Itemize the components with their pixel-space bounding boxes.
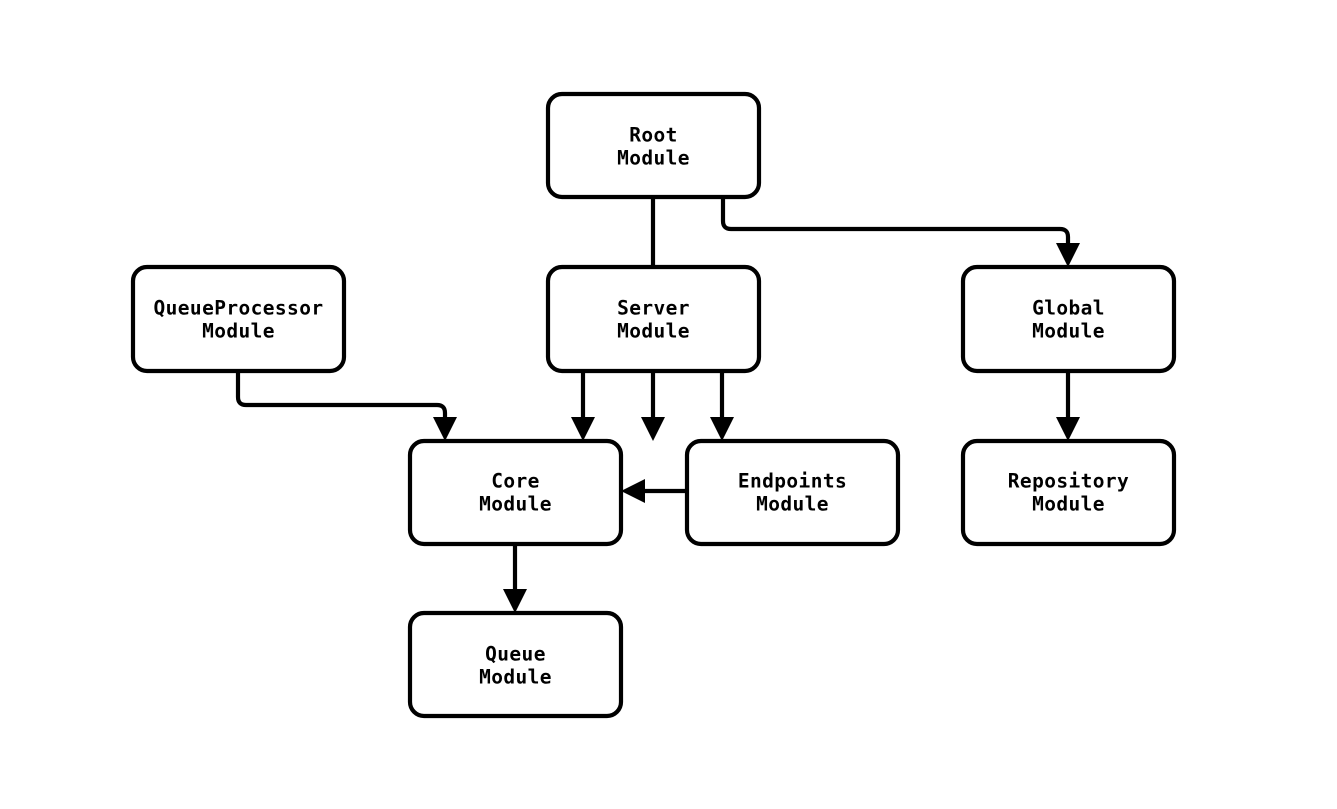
node-root-module-label-line2: Module [617, 147, 690, 170]
node-queueprocessor-module[interactable]: QueueProcessor Module [130, 264, 347, 374]
node-root-module-label-line1: Root [629, 124, 678, 147]
edge-queueprocessor-to-core [235, 371, 457, 441]
node-root-module-box[interactable] [545, 91, 762, 200]
node-layer: Root Module QueueProcessor Module Server… [130, 91, 1177, 719]
node-queue-module[interactable]: Queue Module [407, 610, 624, 719]
node-queueprocessor-module-label-line1: QueueProcessor [154, 297, 324, 320]
node-core-module-box[interactable] [407, 438, 624, 547]
node-server-module-label-line1: Server [617, 297, 690, 320]
node-endpoints-module[interactable]: Endpoints Module [684, 438, 901, 547]
node-root-module[interactable]: Root Module [545, 91, 762, 200]
node-core-module[interactable]: Core Module [407, 438, 624, 547]
arrowhead-icon [503, 589, 527, 613]
node-global-module[interactable]: Global Module [960, 264, 1177, 374]
edge-root-to-global [720, 197, 1080, 267]
node-repository-module-box[interactable] [960, 438, 1177, 547]
arrowhead-icon [641, 417, 665, 441]
node-queue-module-box[interactable] [407, 610, 624, 719]
edge-server-to-endpoints [710, 371, 734, 441]
edge-layer [235, 197, 1080, 613]
edge-endpoints-to-core [621, 479, 687, 503]
node-repository-module-label-line1: Repository [1008, 470, 1129, 493]
node-queueprocessor-module-box[interactable] [130, 264, 347, 374]
node-global-module-label-line1: Global [1032, 297, 1105, 320]
arrowhead-icon [1056, 243, 1080, 267]
node-server-module[interactable]: Server Module [545, 264, 762, 374]
node-queue-module-label-line2: Module [479, 666, 552, 689]
node-repository-module[interactable]: Repository Module [960, 438, 1177, 547]
arrowhead-icon [1056, 417, 1080, 441]
arrowhead-icon [621, 479, 645, 503]
edge-server-to-core [571, 371, 595, 441]
node-queueprocessor-module-label-line2: Module [202, 320, 275, 343]
node-core-module-label-line1: Core [491, 470, 540, 493]
node-server-module-label-line2: Module [617, 320, 690, 343]
node-queue-module-label-line1: Queue [485, 643, 546, 666]
edge-core-to-queue [503, 544, 527, 613]
node-global-module-box[interactable] [960, 264, 1177, 374]
arrowhead-icon [433, 417, 457, 441]
node-endpoints-module-label-line2: Module [756, 493, 829, 516]
node-endpoints-module-label-line1: Endpoints [738, 470, 847, 493]
node-endpoints-module-box[interactable] [684, 438, 901, 547]
arrowhead-icon [710, 417, 734, 441]
node-server-module-box[interactable] [545, 264, 762, 374]
node-core-module-label-line2: Module [479, 493, 552, 516]
node-repository-module-label-line2: Module [1032, 493, 1105, 516]
node-global-module-label-line2: Module [1032, 320, 1105, 343]
edge-global-to-repository [1056, 371, 1080, 441]
arrowhead-icon [571, 417, 595, 441]
